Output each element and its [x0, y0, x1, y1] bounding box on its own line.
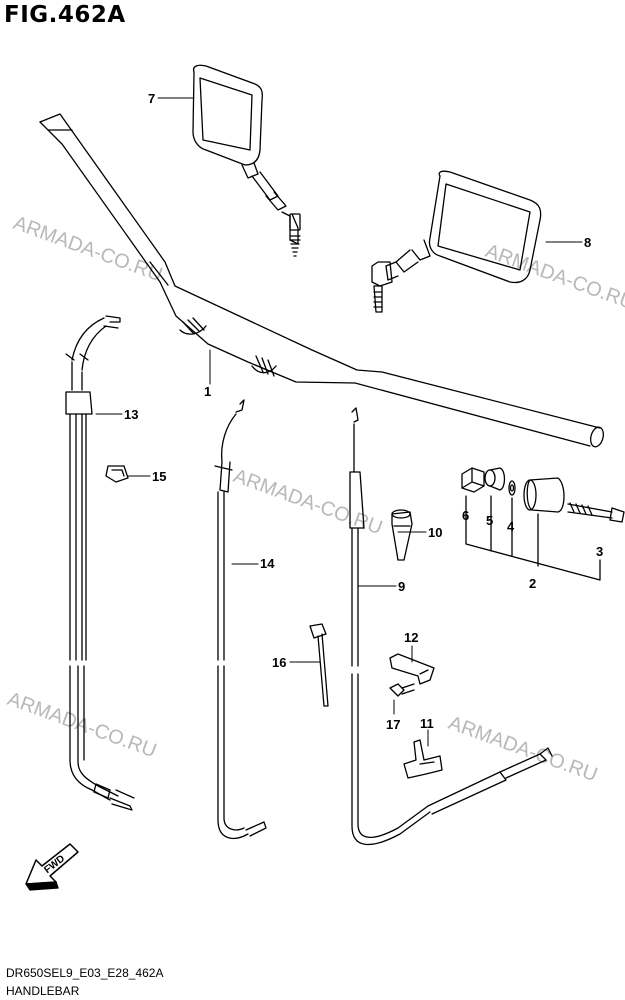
- bracket-12: [389, 653, 435, 685]
- cable-9: [349, 407, 553, 846]
- clutch-cable: [214, 399, 267, 840]
- callout-10: 10: [428, 525, 442, 540]
- callout-8: 8: [584, 235, 591, 250]
- callout-6: 6: [462, 508, 469, 523]
- callout-1: 1: [204, 384, 211, 399]
- callout-4: 4: [507, 519, 515, 534]
- callout-2: 2: [529, 576, 536, 591]
- throttle-cables: [65, 315, 135, 811]
- clamp-15: [105, 465, 129, 483]
- callout-9: 9: [398, 579, 405, 594]
- callout-12: 12: [404, 630, 418, 645]
- callout-15: 15: [152, 469, 166, 484]
- mirror-right: [371, 170, 542, 313]
- figure-title: FIG.462A: [4, 2, 126, 28]
- throttle-grip: [391, 509, 413, 561]
- callout-16: 16: [272, 655, 286, 670]
- callout-3: 3: [596, 544, 603, 559]
- callout-5: 5: [486, 513, 493, 528]
- callout-7: 7: [148, 91, 155, 106]
- handlebar: [39, 113, 604, 448]
- callout-13: 13: [124, 407, 138, 422]
- bar-end-parts: [461, 467, 625, 581]
- fwd-arrow-icon: [25, 843, 79, 891]
- callout-17: 17: [386, 717, 400, 732]
- mirror-left: [192, 64, 301, 257]
- callout-11: 11: [420, 716, 434, 731]
- bolt-17: [389, 683, 415, 697]
- footer-code: DR650SEL9_E03_E28_462A: [6, 966, 164, 980]
- bracket-11: [403, 739, 443, 779]
- callout-14: 14: [260, 556, 275, 571]
- cable-tie-16: [309, 623, 329, 707]
- footer-name: HANDLEBAR: [6, 984, 80, 998]
- callout-leaders: [95, 97, 583, 747]
